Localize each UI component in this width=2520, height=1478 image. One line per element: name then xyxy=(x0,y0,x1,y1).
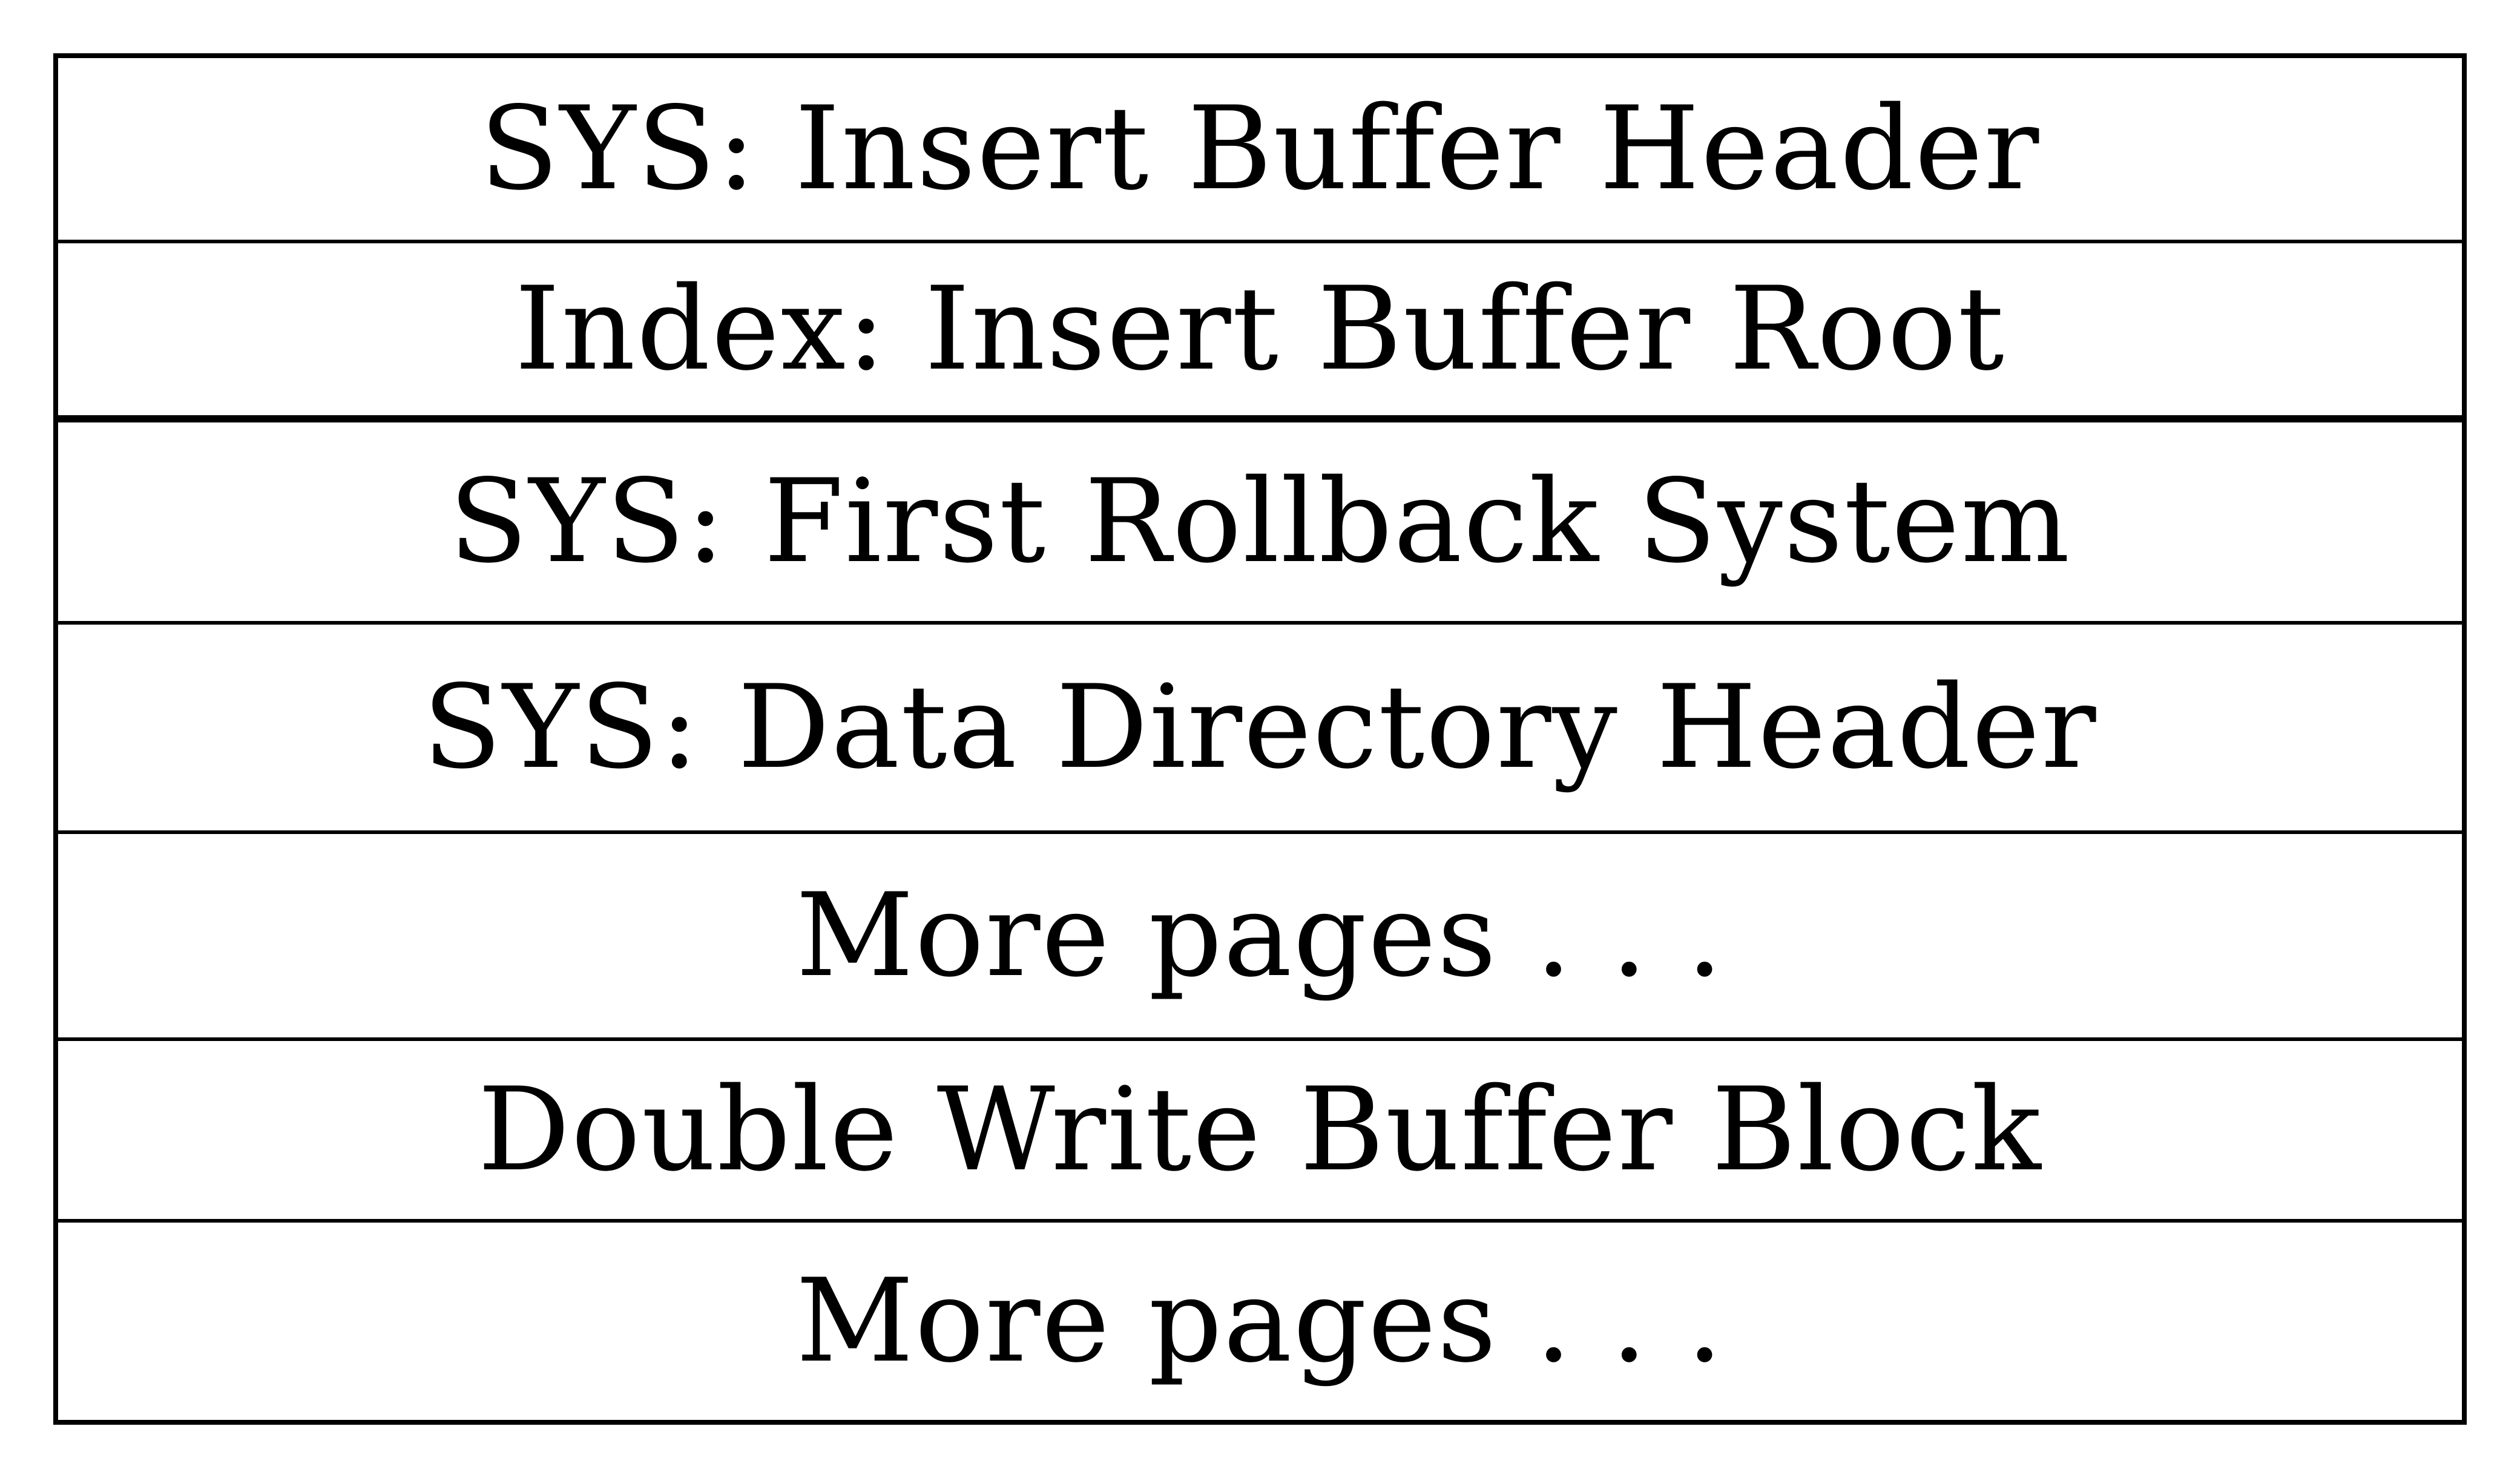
row-double-write-buffer-block: Double Write Buffer Block xyxy=(58,1037,2462,1219)
row-label: SYS: Data Directory Header xyxy=(423,660,2097,794)
row-label: More pages . . . xyxy=(795,869,1725,1002)
row-more-pages-1: More pages . . . xyxy=(58,830,2462,1037)
row-label: Index: Insert Buffer Root xyxy=(515,262,2005,396)
row-more-pages-2: More pages . . . xyxy=(58,1219,2462,1420)
row-data-directory-header: SYS: Data Directory Header xyxy=(58,621,2462,830)
row-first-rollback-system: SYS: First Rollback System xyxy=(58,415,2462,621)
row-insert-buffer-root: Index: Insert Buffer Root xyxy=(58,240,2462,415)
row-insert-buffer-header: SYS: Insert Buffer Header xyxy=(58,58,2462,240)
page-layout-stack: SYS: Insert Buffer Header Index: Insert … xyxy=(53,53,2467,1425)
row-label: Double Write Buffer Block xyxy=(478,1063,2042,1197)
row-label: SYS: First Rollback System xyxy=(449,455,2071,588)
row-label: SYS: Insert Buffer Header xyxy=(479,82,2041,215)
row-label: More pages . . . xyxy=(795,1254,1725,1388)
